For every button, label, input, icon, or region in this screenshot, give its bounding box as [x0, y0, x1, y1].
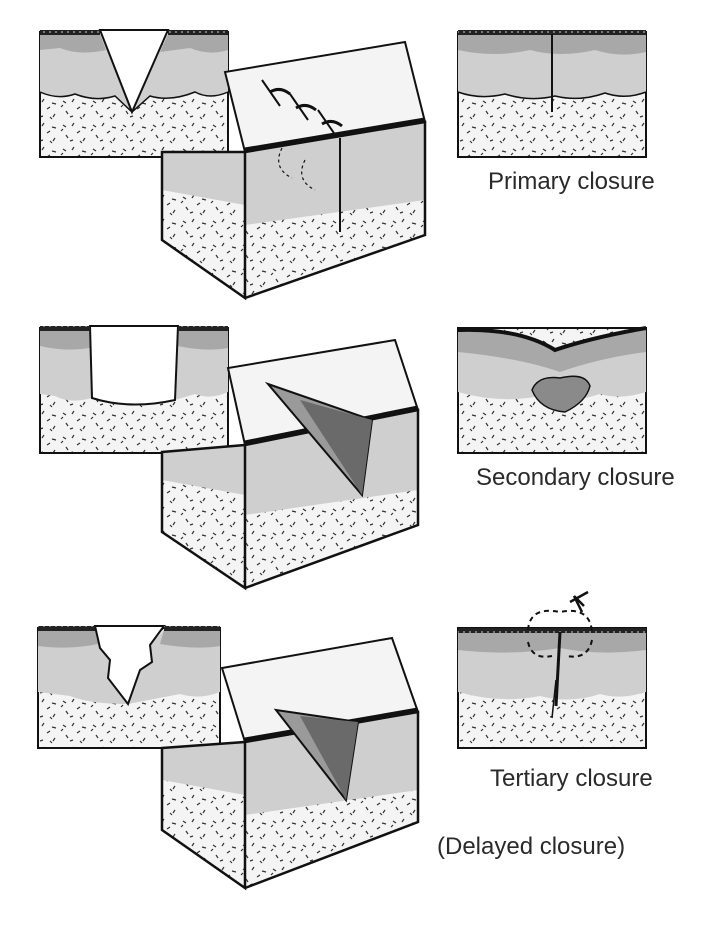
primary-closure-label: Primary closure	[488, 168, 655, 195]
primary-row	[39, 29, 647, 301]
delayed-closure-label: (Delayed closure)	[437, 833, 626, 860]
tertiary-closure-label: Tertiary closure	[490, 765, 653, 792]
secondary-result-panel	[457, 326, 647, 454]
u-wound-section	[39, 325, 229, 454]
tertiary-row	[37, 590, 647, 891]
sutured-block	[160, 40, 427, 301]
tertiary-result-panel	[457, 590, 647, 749]
jagged-wound-section	[37, 625, 221, 749]
primary-result-panel	[457, 30, 647, 158]
open-wound-block	[160, 338, 420, 591]
delayed-wound-block	[160, 636, 420, 891]
secondary-closure-label: Secondary closure	[476, 464, 675, 491]
secondary-row	[39, 325, 647, 591]
v-incision-section	[39, 29, 229, 158]
